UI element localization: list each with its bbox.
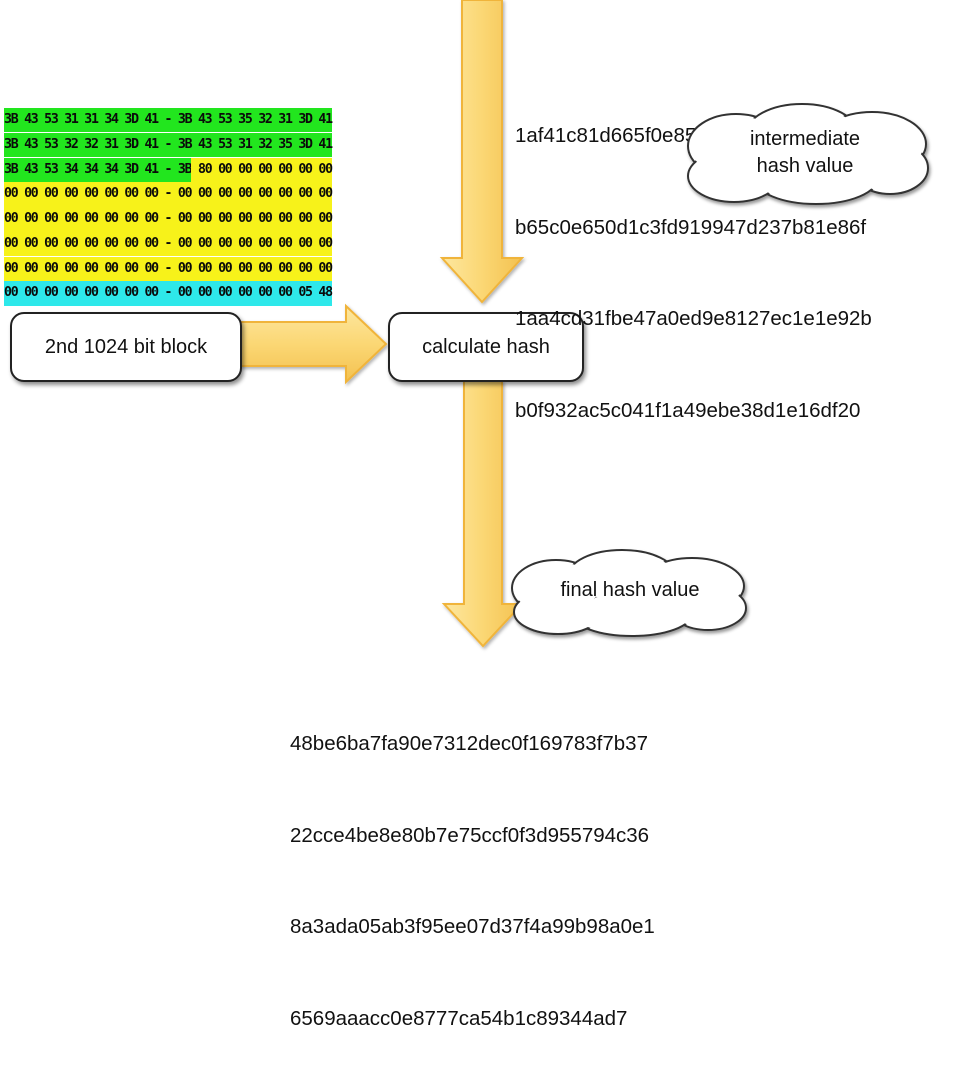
block-box-label: 2nd 1024 bit block <box>44 335 208 358</box>
block-input-arrow <box>239 303 388 385</box>
hex-row: 00 00 00 00 00 00 00 00 - 00 00 00 00 00… <box>4 231 430 257</box>
hex-segment: 00 00 00 00 00 00 00 00 - 00 00 00 00 00… <box>4 207 333 232</box>
hash-line: 1aa4cd31fbe47a0ed9e8127ec1e1e92b <box>515 307 872 330</box>
hex-segment: 00 00 00 00 00 00 00 00 - 00 00 00 00 00… <box>4 281 333 306</box>
calculate-hash-label: calculate hash <box>422 335 550 358</box>
cloud-label-line: intermediate <box>749 128 861 150</box>
hash-line: b0f932ac5c041f1a49ebe38d1e16df20 <box>515 398 861 422</box>
hex-row: 00 00 00 00 00 00 00 00 - 00 00 00 00 00… <box>4 281 430 306</box>
hex-segment: 00 00 00 00 00 00 00 00 - 00 00 00 00 00… <box>4 256 333 282</box>
hex-block: 3B 43 53 31 31 34 3D 41 - 3B 43 53 35 32… <box>4 108 430 306</box>
hex-segment: 00 00 00 00 00 00 00 00 - 00 00 00 00 00… <box>4 182 333 207</box>
intermediate-input-arrow <box>439 0 525 304</box>
hex-segment: 3B 43 53 31 31 34 3D 41 - 3B 43 53 35 32… <box>4 108 333 133</box>
hex-segment: 80 00 00 00 00 00 00 <box>191 157 333 182</box>
hex-row: 00 00 00 00 00 00 00 00 - 00 00 00 00 00… <box>4 256 430 282</box>
hex-row: 3B 43 53 32 32 31 3D 41 - 3B 43 53 31 32… <box>4 132 430 158</box>
hash-line: 22cce4be8e80b7e75ccf0f3d955794c36 <box>290 823 650 847</box>
hex-segment: 3B 43 53 32 32 31 3D 41 - 3B 43 53 31 32… <box>4 132 333 158</box>
final-cloud-label: final hash value <box>560 579 700 601</box>
hex-row: 3B 43 53 31 31 34 3D 41 - 3B 43 53 35 32… <box>4 108 430 133</box>
hash-line: 6569aaacc0e8777ca54b1c89344ad7 <box>290 1006 628 1030</box>
hash-line: 48be6ba7fa90e7312dec0f169783f7b37 <box>290 732 648 755</box>
calculate-hash-box: calculate hash <box>388 312 584 382</box>
hex-row: 3B 43 53 34 34 34 3D 41 - 3B 80 00 00 00… <box>4 157 430 182</box>
hash-line: 8a3ada05ab3f95ee07d37f4a99b98a0e1 <box>290 915 655 938</box>
hash-line: b65c0e650d1c3fd919947d237b81e86f <box>515 215 867 239</box>
block-box: 2nd 1024 bit block <box>10 312 242 382</box>
hex-segment: 3B 43 53 34 34 34 3D 41 - 3B <box>4 157 193 182</box>
final-hash-text: 48be6ba7fa90e7312dec0f169783f7b37 22cce4… <box>290 668 655 1065</box>
cloud-label-line: hash value <box>756 155 854 177</box>
intermediate-cloud-label: intermediate hash value <box>700 126 910 180</box>
final-cloud <box>511 549 747 637</box>
hex-row: 00 00 00 00 00 00 00 00 - 00 00 00 00 00… <box>4 182 430 207</box>
flow-arrows <box>239 0 525 648</box>
hex-row: 00 00 00 00 00 00 00 00 - 00 00 00 00 00… <box>4 207 430 232</box>
intermediate-cloud <box>687 103 929 205</box>
hex-segment: 00 00 00 00 00 00 00 00 - 00 00 00 00 00… <box>4 231 333 257</box>
final-output-arrow <box>441 380 525 648</box>
